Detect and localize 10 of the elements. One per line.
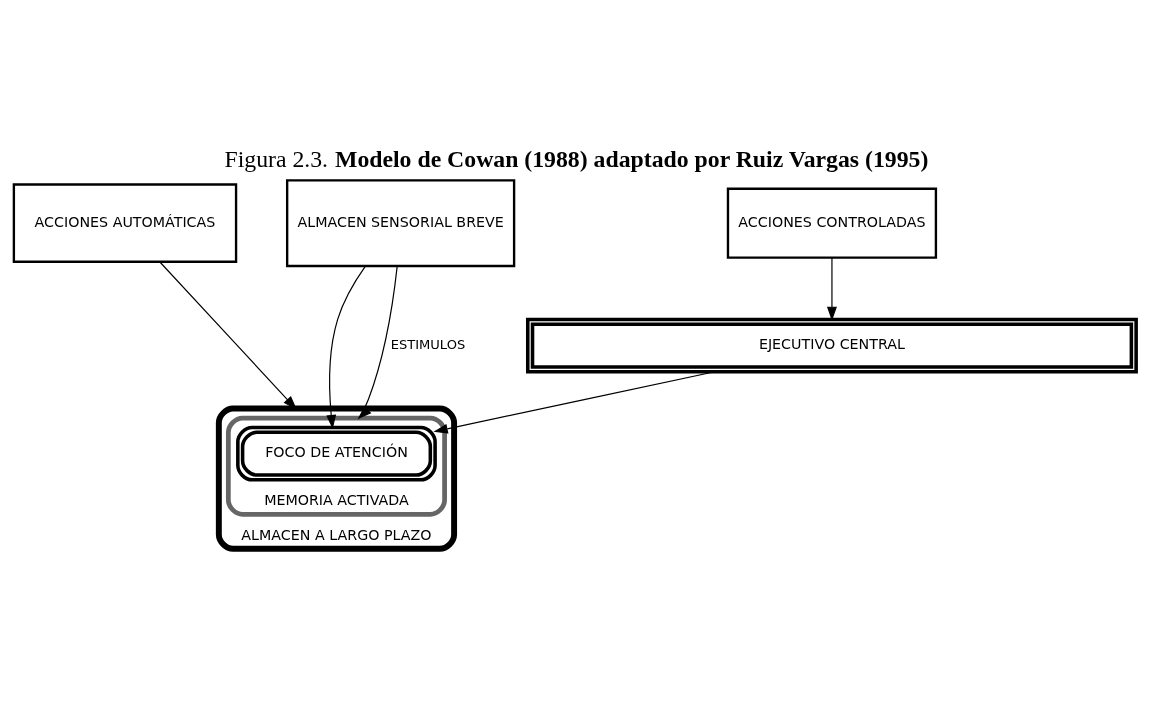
arrow [357, 264, 398, 419]
edge-label: ESTIMULOS [390, 336, 466, 352]
node-box: EJECUTIVO CENTRAL [526, 317, 1138, 373]
node-box: FOCO DE ATENCIÓN [236, 425, 437, 482]
diagram-title: Figura 2.3. Modelo de Cowan (1988) adaptado por Ruiz Vargas (1995) [224, 145, 929, 172]
node-box: ACCIONES AUTOMÁTICAS [12, 182, 238, 263]
node-box: ALMACEN SENSORIAL BREVE [285, 178, 516, 267]
arrow [826, 256, 837, 321]
node-box: ACCIONES CONTROLADAS [726, 187, 938, 259]
arrow [326, 265, 367, 429]
